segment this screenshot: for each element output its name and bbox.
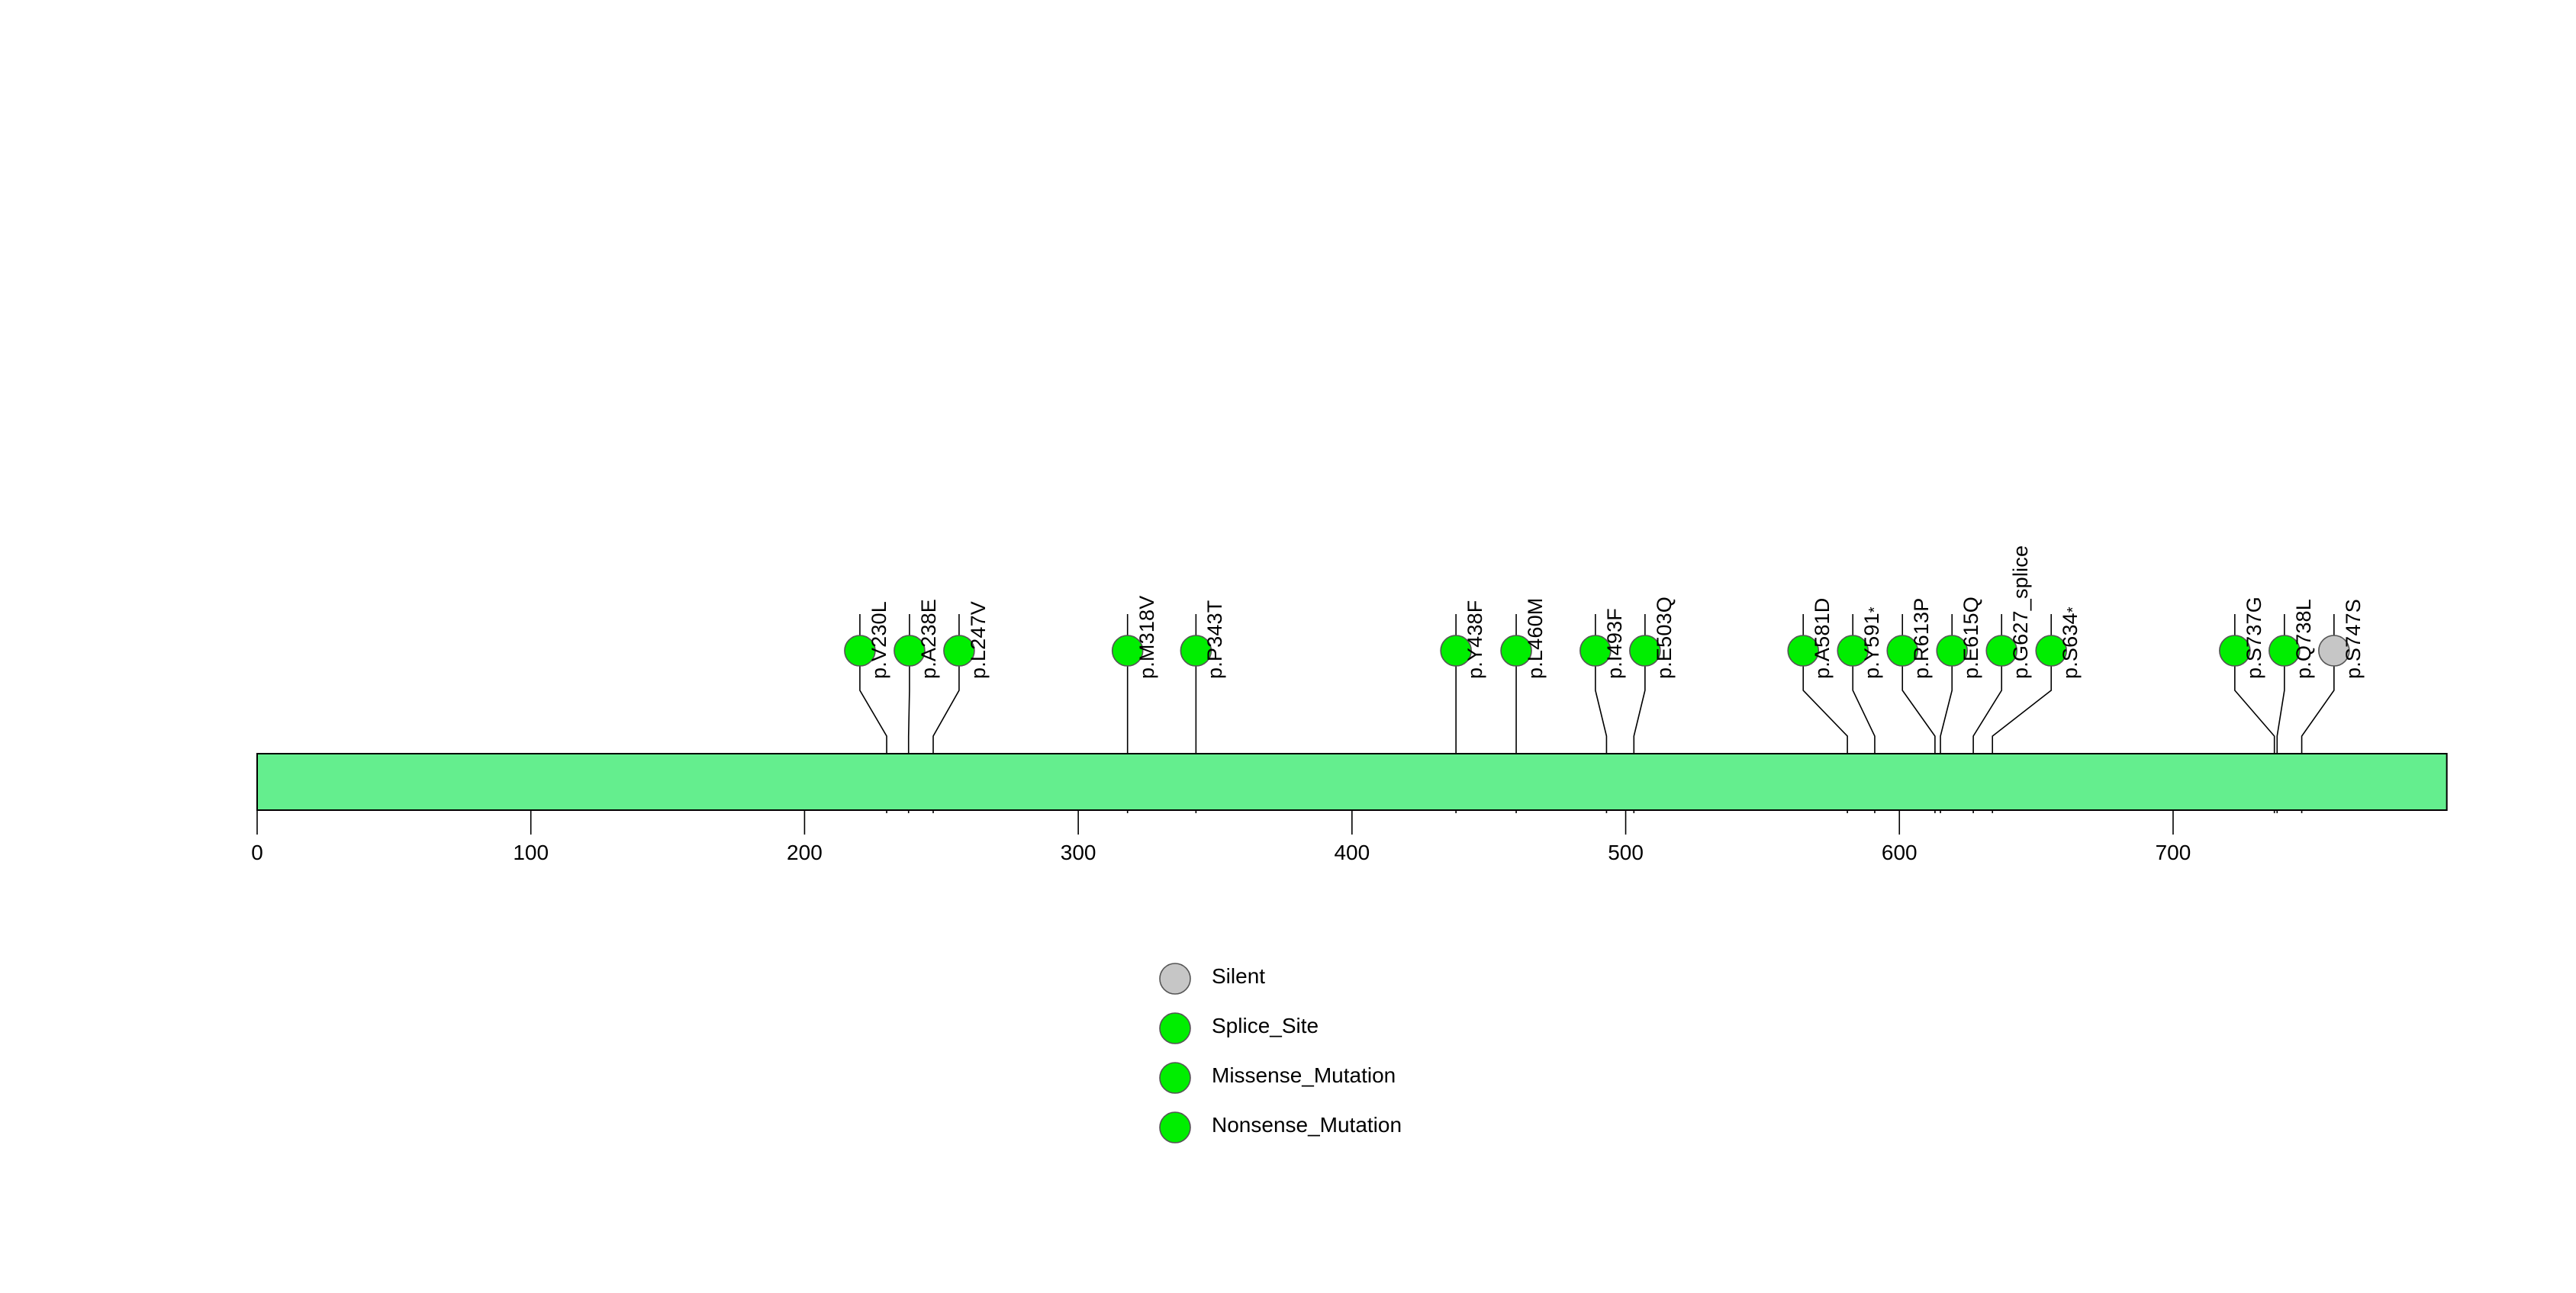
mutation-label: p.S634* — [2059, 606, 2082, 679]
axis-tick-label: 600 — [1881, 841, 1918, 864]
axis-tick-label: 0 — [251, 841, 263, 864]
mutation-label: p.A581D — [1811, 597, 1834, 679]
mutation-marker[interactable] — [1500, 635, 1532, 667]
mutation-marker[interactable] — [1629, 635, 1661, 667]
mutation-marker[interactable] — [1787, 635, 1820, 667]
axis-tick-label: 400 — [1334, 841, 1370, 864]
mutation-label: p.L247V — [966, 601, 990, 679]
mutation-marker[interactable] — [1886, 635, 1919, 667]
mutation-label: p.I493F — [1602, 608, 1626, 679]
mutation-marker[interactable] — [2268, 635, 2301, 667]
mutation-label: p.Y438F — [1463, 600, 1487, 679]
legend-swatch — [1159, 1062, 1191, 1094]
nonsense-star-glyph: * — [2065, 606, 2082, 613]
nonsense-star-glyph: * — [1866, 606, 1884, 613]
mutation-marker[interactable] — [1579, 635, 1612, 667]
legend-label: Missense_Mutation — [1212, 1063, 1396, 1087]
mutation-label: p.R613P — [1910, 597, 1934, 679]
mutation-label: p.V230L — [867, 601, 890, 679]
axis-tick-label: 500 — [1608, 841, 1644, 864]
mutation-marker[interactable] — [2219, 635, 2251, 667]
mutation-label: p.E615Q — [1959, 597, 1983, 679]
mutation-label: p.M318V — [1135, 595, 1158, 679]
axis-tick-label: 200 — [787, 841, 823, 864]
mutation-marker[interactable] — [1180, 635, 1212, 667]
protein-bar-group — [256, 753, 2448, 811]
mutation-marker[interactable] — [1111, 635, 1144, 667]
mutation-marker[interactable] — [2035, 635, 2068, 667]
mutation-label: p.Q738L — [2291, 599, 2315, 679]
legend-markers — [1159, 963, 1191, 1143]
legend-label: Splice_Site — [1212, 1014, 1319, 1037]
mutation-label: p.A238E — [916, 599, 940, 679]
legend-swatch — [1159, 1111, 1191, 1143]
mutation-marker[interactable] — [844, 635, 876, 667]
protein-bar — [256, 753, 2448, 811]
mutation-marker[interactable] — [1837, 635, 1869, 667]
mutation-marker[interactable] — [943, 635, 975, 667]
mutation-marker[interactable] — [894, 635, 926, 667]
axis-tick-label: 300 — [1060, 841, 1096, 864]
axis-tick-label: 700 — [2155, 841, 2191, 864]
x-axis — [256, 810, 2174, 835]
legend-label: Silent — [1212, 964, 1266, 988]
mutation-marker[interactable] — [1985, 635, 2018, 667]
legend-swatch — [1159, 1012, 1191, 1044]
mutation-label: p.G627_splice — [2009, 545, 2033, 679]
mutation-marker[interactable] — [1936, 635, 1969, 667]
mutation-label: p.Y591* — [1860, 606, 1884, 679]
lollipop-heads — [844, 635, 2350, 667]
mutation-label: p.P343T — [1203, 600, 1227, 679]
mutation-label: p.E503Q — [1652, 597, 1676, 679]
mutation-label: p.L460M — [1524, 597, 1547, 679]
mutation-marker[interactable] — [2318, 635, 2350, 667]
mutation-marker[interactable] — [1440, 635, 1472, 667]
mutation-label: p.S737G — [2242, 597, 2265, 679]
mutation-label: p.S747S — [2341, 599, 2365, 679]
axis-tick-label: 100 — [513, 841, 549, 864]
legend-swatch — [1159, 963, 1191, 995]
legend-label: Nonsense_Mutation — [1212, 1113, 1402, 1137]
